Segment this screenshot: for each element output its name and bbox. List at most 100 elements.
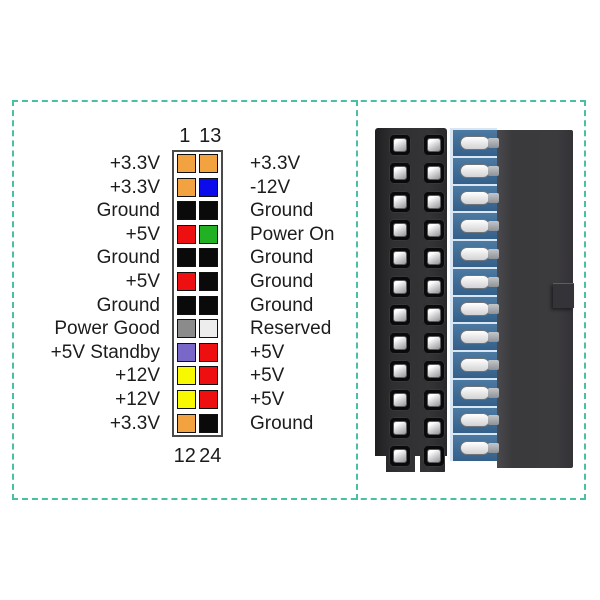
- pin-row: [177, 319, 218, 339]
- crimp-pin: [460, 357, 490, 372]
- pin-socket: [423, 303, 445, 326]
- pin-row: [177, 389, 218, 409]
- pin-cell-left: [177, 366, 196, 386]
- wire-slot: [453, 213, 499, 241]
- pin-socket: [423, 190, 445, 213]
- metal-contact: [393, 251, 407, 266]
- top-pin-numbers: 1 13: [172, 124, 223, 148]
- metal-contact: [427, 421, 441, 435]
- pin-number-top-left: 1: [179, 125, 191, 147]
- pin-cell-right: [199, 224, 218, 244]
- pin-socket: [423, 247, 445, 270]
- pin-socket: [423, 417, 445, 439]
- pin-label-left: +5V: [125, 223, 160, 245]
- pin-tip: [488, 443, 499, 454]
- pin-row: [177, 224, 218, 244]
- pin-number-bottom-right: 24: [199, 445, 222, 467]
- metal-contact: [393, 364, 407, 379]
- pin-tip: [488, 304, 499, 315]
- pin-label-left: Power Good: [54, 318, 160, 340]
- metal-contact: [393, 166, 407, 181]
- pin-row: [177, 248, 218, 268]
- connector-rear-housing: [497, 130, 574, 468]
- pin-label-right: -12V: [250, 176, 291, 198]
- pin-cell-left: [177, 248, 196, 268]
- pin-socket: [389, 247, 411, 270]
- pin-row: [177, 342, 218, 362]
- pin-cell-right: [199, 366, 218, 386]
- crimp-pin: [460, 302, 490, 317]
- pin-label-right: +5V: [250, 365, 285, 387]
- pin-number-bottom-left: 12: [173, 445, 196, 467]
- pin-socket: [389, 218, 411, 241]
- metal-contact: [393, 194, 407, 209]
- connector-front-face: [375, 128, 447, 472]
- pin-cell-right: [199, 295, 218, 315]
- metal-contact: [427, 364, 441, 379]
- pin-cell-left: [177, 271, 196, 291]
- metal-contact: [427, 251, 441, 266]
- metal-contact: [427, 307, 441, 322]
- pin-tip: [488, 415, 499, 426]
- pin-socket: [389, 417, 411, 439]
- wire-slot: [453, 185, 499, 214]
- crimp-pin: [460, 413, 490, 428]
- pin-label-left: +5V Standby: [50, 341, 160, 363]
- pin-cell-right: [199, 177, 218, 197]
- pin-tip: [488, 221, 499, 232]
- pin-socket: [423, 360, 445, 383]
- crimp-pin: [460, 385, 490, 400]
- pin-socket: [389, 275, 411, 298]
- metal-contact: [427, 336, 441, 351]
- metal-contact: [393, 138, 407, 152]
- crimp-pin: [460, 135, 490, 150]
- metal-contact: [427, 166, 441, 181]
- pin-tip: [488, 248, 499, 259]
- pin-cell-left: [177, 389, 196, 409]
- pin-row: [177, 271, 218, 291]
- connector-clip-tab: [553, 283, 574, 308]
- pin-label-left: Ground: [96, 200, 160, 222]
- pin-socket: [389, 360, 411, 383]
- pin-cell-right: [199, 342, 218, 362]
- pin-row: [177, 295, 218, 315]
- pin-label-right: Ground: [250, 412, 314, 434]
- pin-cell-left: [177, 342, 196, 362]
- pin-socket: [423, 445, 445, 468]
- crimp-pin: [460, 219, 490, 234]
- pin-cell-left: [177, 201, 196, 221]
- pin-row: [177, 413, 218, 433]
- front-bottom-notch: [415, 456, 420, 472]
- pin-cell-right: [199, 271, 218, 291]
- wire-slot: [453, 268, 499, 297]
- pin-label-right: Ground: [250, 270, 314, 292]
- panel-divider: [356, 100, 358, 500]
- pin-cell-left: [177, 319, 196, 339]
- crimp-pin: [460, 246, 490, 261]
- pin-tip: [488, 165, 499, 176]
- metal-contact: [393, 279, 407, 294]
- pin-label-right: +5V: [250, 388, 285, 410]
- pin-label-right: Ground: [250, 294, 314, 316]
- metal-contact: [393, 222, 407, 237]
- pin-label-left: Ground: [96, 247, 160, 269]
- front-bottom-notch: [375, 456, 386, 472]
- pin-cell-right: [199, 389, 218, 409]
- pin-label-right: Reserved: [250, 318, 332, 340]
- pin-socket: [423, 162, 445, 185]
- pin-cell-left: [177, 413, 196, 433]
- metal-contact: [427, 449, 441, 464]
- pin-cell-right: [199, 413, 218, 433]
- pin-label-left: +3.3V: [109, 412, 160, 434]
- pin-socket: [389, 303, 411, 326]
- pin-row: [177, 177, 218, 197]
- pin-label-right: Ground: [250, 200, 314, 222]
- pin-socket: [389, 445, 411, 468]
- pin-cell-right: [199, 319, 218, 339]
- wire-slot: [453, 241, 499, 269]
- pin-label-left: +5V: [125, 270, 160, 292]
- metal-contact: [427, 279, 441, 294]
